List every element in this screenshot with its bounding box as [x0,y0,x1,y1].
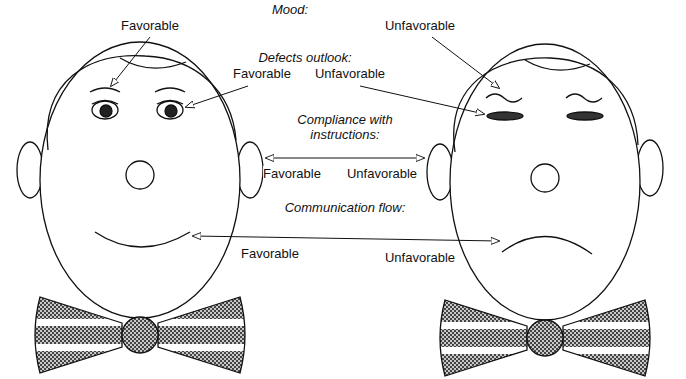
hair [47,56,236,150]
hair [120,58,186,68]
attribute-heading: Compliance with instructions: [280,112,410,142]
rating-label: Unfavorable [385,250,455,265]
attribute-heading: Communication flow: [285,200,406,215]
ear [237,142,263,198]
eye [487,112,523,120]
attribute-heading: Mood: [272,2,308,17]
eye [157,101,183,119]
leader-arrow [186,86,248,107]
leader-arrow [111,37,150,86]
rating-label: Unfavorable [315,66,385,81]
eye [567,112,603,120]
pupil [165,105,177,117]
rating-label: Unfavorable [385,18,455,33]
eye [92,101,118,119]
head [40,42,240,318]
double-arrow [266,158,424,159]
eyelid [157,101,183,105]
pupil [100,105,112,117]
hair [525,60,590,70]
happy-face [17,42,263,318]
hair [454,58,638,152]
rating-label: Favorable [233,66,291,81]
rating-label: Favorable [121,18,179,33]
eyebrow [90,88,120,92]
eyebrow [566,94,602,102]
bow-tie [28,295,254,377]
rating-label: Favorable [241,246,299,261]
attribute-heading: Defects outlook: [258,50,351,65]
leader-arrow [360,86,484,114]
smile [95,232,190,247]
bow-tie [433,298,659,379]
nose [126,161,154,189]
ear [427,144,453,200]
ear [637,140,663,196]
head [450,44,640,320]
rating-label: Unfavorable [347,166,417,181]
unhappy-face [427,44,663,320]
eyebrow [155,88,185,92]
double-arrow [193,236,499,241]
nose [531,164,559,192]
ear [17,142,43,198]
frown [502,236,592,254]
rating-label: Favorable [263,166,321,181]
eyebrow [486,94,522,102]
eyelid [92,101,118,105]
leader-arrows [111,37,499,241]
leader-arrow [432,37,499,88]
